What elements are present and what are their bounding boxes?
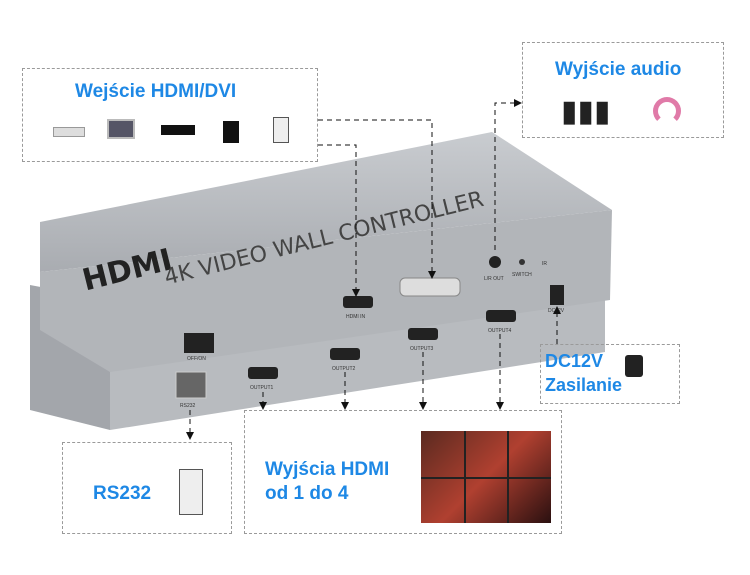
video-wall-photo <box>421 431 551 523</box>
power-line2: Zasilanie <box>545 375 623 395</box>
audio-output-box: Wyjście audio ▮▮▮ <box>522 42 724 138</box>
set-top-box-icon <box>161 125 195 135</box>
switch-button <box>519 259 525 265</box>
dc-label: DC12V <box>548 308 565 314</box>
output4-label: OUTPUT4 <box>488 328 512 334</box>
hdmi-output-box: Wyjścia HDMI od 1 do 4 <box>244 410 562 534</box>
hdmi-in-label: HDMI IN <box>346 314 366 320</box>
audio-title: Wyjście audio <box>555 59 682 80</box>
pc-case-icon <box>273 117 289 143</box>
output1-port <box>248 367 278 379</box>
laptop-icon <box>107 119 135 139</box>
power-switch <box>184 333 214 353</box>
power-adapter-icon <box>625 355 643 377</box>
input-title: Wejście HDMI/DVI <box>75 81 237 102</box>
dvi-port <box>399 277 461 297</box>
output3-port <box>408 328 438 340</box>
power-box: DC12V Zasilanie <box>540 344 680 404</box>
connection-arrows <box>186 99 561 440</box>
ir-label: IR <box>542 261 547 267</box>
output3-label: OUTPUT3 <box>410 346 434 352</box>
rs232-device-icon <box>179 469 203 515</box>
hdmi-dvi-input-box: Wejście HDMI/DVI <box>22 68 318 162</box>
device-upper-front <box>40 210 612 372</box>
dc-port <box>550 285 564 305</box>
headphones-icon <box>653 97 681 125</box>
output4-port <box>486 310 516 322</box>
audio-jack <box>489 256 501 268</box>
hdmi-out-line1: Wyjścia HDMI <box>265 459 390 480</box>
rs232-title: RS232 <box>93 483 152 504</box>
speaker-system-icon: ▮▮▮ <box>561 95 611 128</box>
hdmi-in-port <box>343 296 373 308</box>
lr-out-label: L/R OUT <box>484 276 504 282</box>
output2-port <box>330 348 360 360</box>
switch-label: SWITCH <box>512 272 532 278</box>
output2-label: OUTPUT2 <box>332 366 356 372</box>
rs232-box: RS232 <box>62 442 232 534</box>
device-top-face <box>40 132 612 272</box>
device-lower-front <box>110 298 605 430</box>
rs232-label: RS232 <box>180 403 196 409</box>
pc-tower-icon <box>223 121 239 143</box>
off-on-label: OFF/ON <box>187 356 206 362</box>
power-line1: DC12V <box>545 351 604 371</box>
rs232-port <box>175 371 207 399</box>
hdmi-out-line2: od 1 do 4 <box>265 483 349 504</box>
output1-label: OUTPUT1 <box>250 385 274 391</box>
dvd-player-icon <box>53 127 85 137</box>
